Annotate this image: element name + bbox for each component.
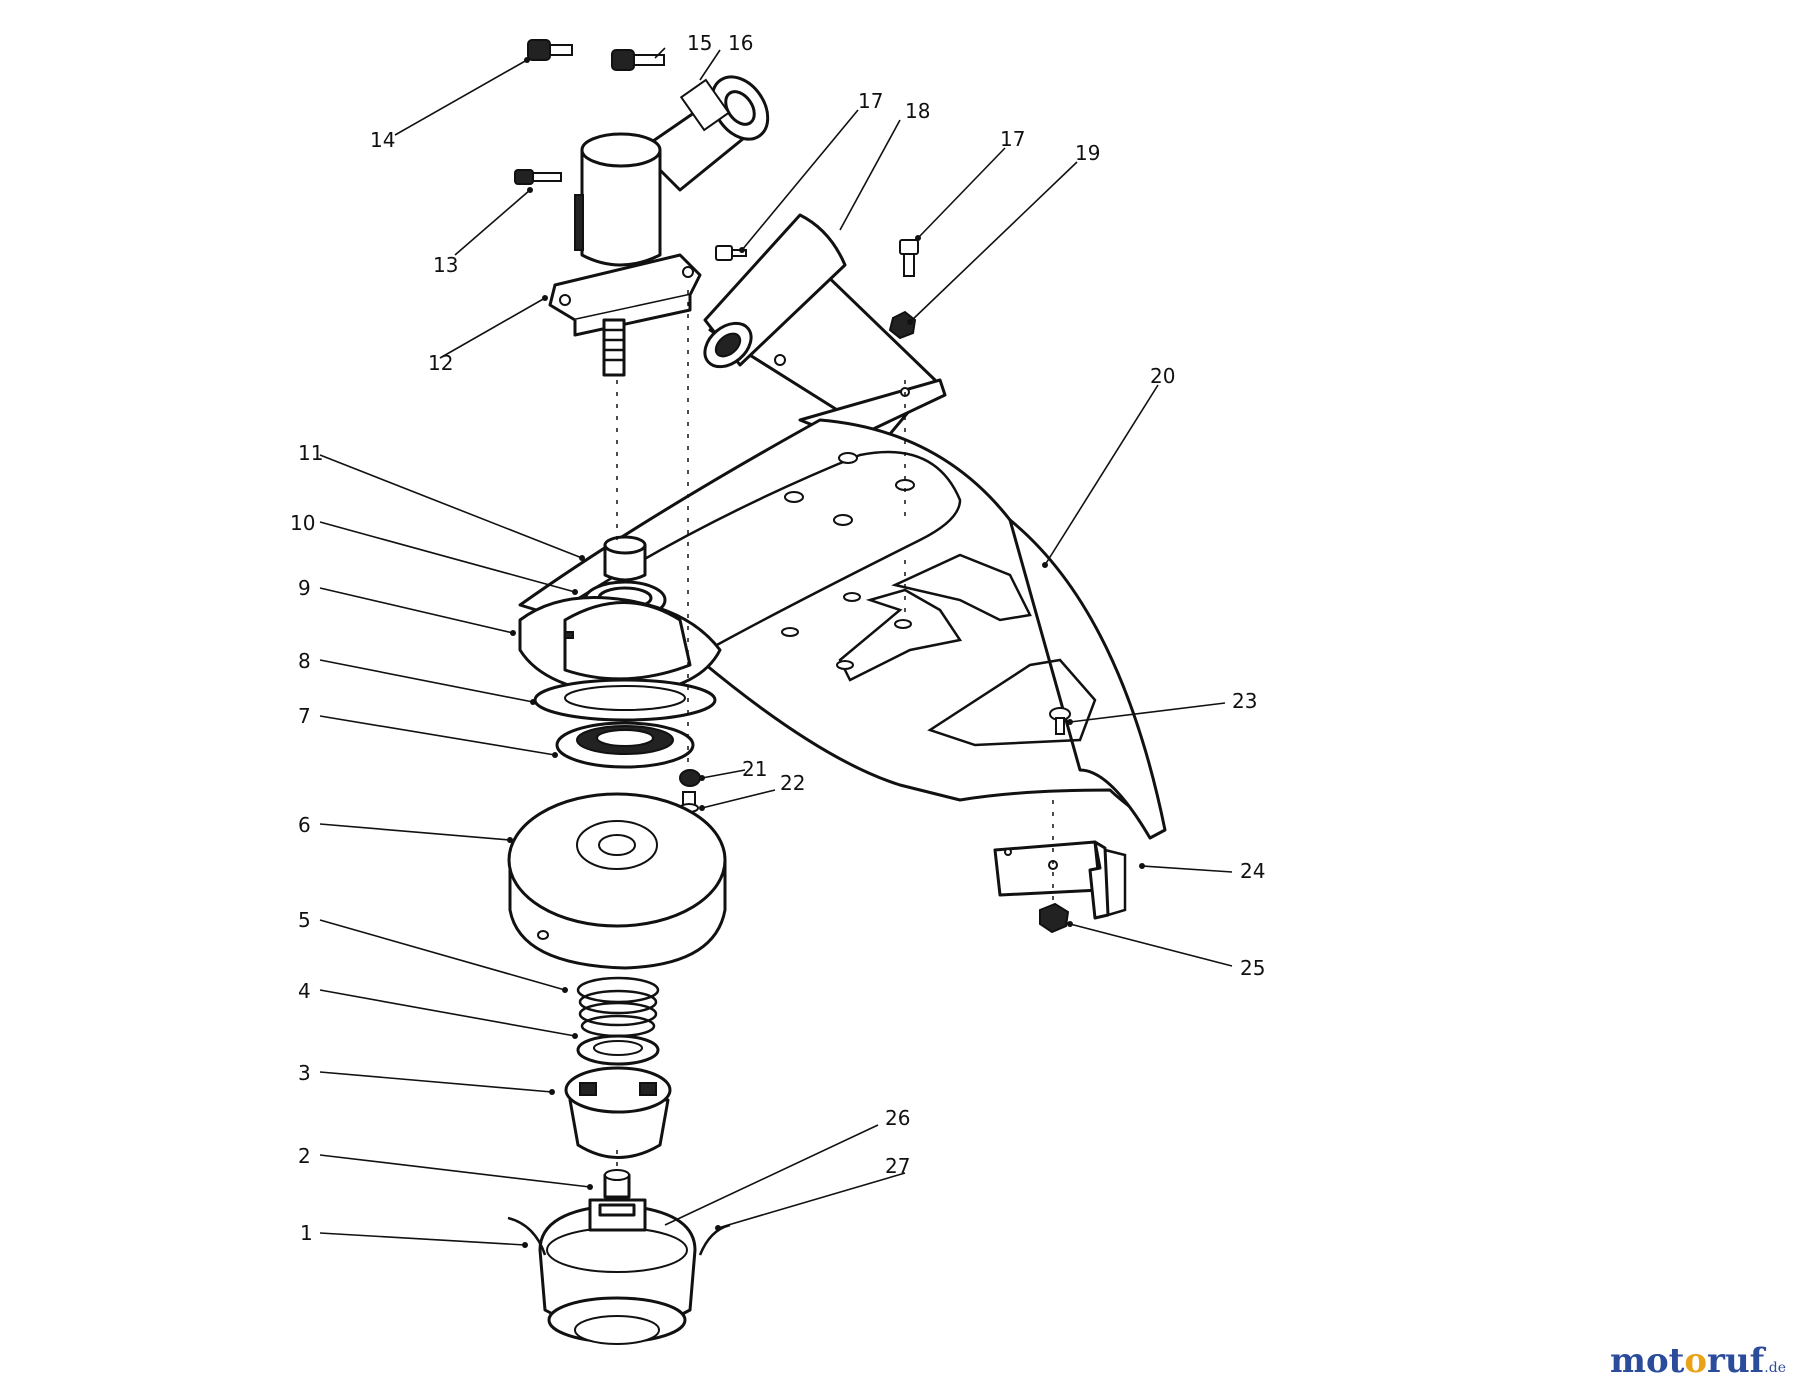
nut-19 <box>888 310 917 340</box>
watermark-logo: motoruf.de <box>1610 1341 1786 1381</box>
label-part-13: 13 <box>433 253 458 277</box>
label-part-19: 19 <box>1075 141 1100 165</box>
label-part-23: 23 <box>1232 689 1257 713</box>
label-part-20: 20 <box>1150 364 1175 388</box>
spool-base-1 <box>507 1198 731 1345</box>
bolt-15 <box>611 49 665 71</box>
shaft-bracket <box>703 213 947 442</box>
spool-3 <box>564 1066 672 1159</box>
spool-cover-6 <box>507 792 727 970</box>
callout-dots <box>507 57 1145 1248</box>
bolt-17-right <box>899 239 919 277</box>
label-part-27: 27 <box>885 1154 910 1178</box>
label-part-4: 4 <box>298 979 311 1003</box>
gearbox-head <box>548 75 770 377</box>
label-part-22: 22 <box>780 771 805 795</box>
bearing-11 <box>603 535 647 582</box>
bolt-14 <box>527 39 573 61</box>
label-part-15: 15 <box>687 31 712 55</box>
label-part-16: 16 <box>728 31 753 55</box>
washer-4 <box>576 1034 660 1066</box>
label-part-17-right: 17 <box>1000 127 1025 151</box>
label-part-5: 5 <box>298 908 311 932</box>
watermark-text-2: o <box>1684 1341 1708 1381</box>
label-part-12: 12 <box>428 351 453 375</box>
label-part-1: 1 <box>300 1221 313 1245</box>
label-part-26: 26 <box>885 1106 910 1130</box>
callout-leaders <box>319 47 1233 1246</box>
nut-25 <box>1039 902 1070 934</box>
deflector-shield <box>518 418 1167 840</box>
watermark-text-1: mot <box>1609 1341 1685 1381</box>
bolt-2 <box>603 1169 631 1199</box>
watermark-text-3: ruf <box>1707 1341 1765 1381</box>
watermark-tld: .de <box>1764 1360 1786 1376</box>
label-part-7: 7 <box>298 704 311 728</box>
label-part-18: 18 <box>905 99 930 123</box>
housing-9 <box>518 596 722 697</box>
hub-7 <box>555 721 695 769</box>
label-part-9: 9 <box>298 576 311 600</box>
label-part-8: 8 <box>298 649 311 673</box>
spring-5 <box>576 976 660 1038</box>
part-labels: 14 13 12 15 16 17 18 17 19 20 11 10 9 8 … <box>290 31 1265 1245</box>
label-part-2: 2 <box>298 1144 311 1168</box>
label-part-10: 10 <box>290 511 315 535</box>
screw-23 <box>1049 707 1071 735</box>
nut-21 <box>679 769 701 787</box>
label-part-24: 24 <box>1240 859 1265 883</box>
label-part-25: 25 <box>1240 956 1265 980</box>
label-part-17-left: 17 <box>858 89 883 113</box>
label-part-6: 6 <box>298 813 311 837</box>
bolt-13 <box>514 169 562 185</box>
label-part-11: 11 <box>298 441 323 465</box>
label-part-3: 3 <box>298 1061 311 1085</box>
label-part-14: 14 <box>370 128 395 152</box>
cutter-bracket <box>993 840 1127 920</box>
label-part-21: 21 <box>742 757 767 781</box>
